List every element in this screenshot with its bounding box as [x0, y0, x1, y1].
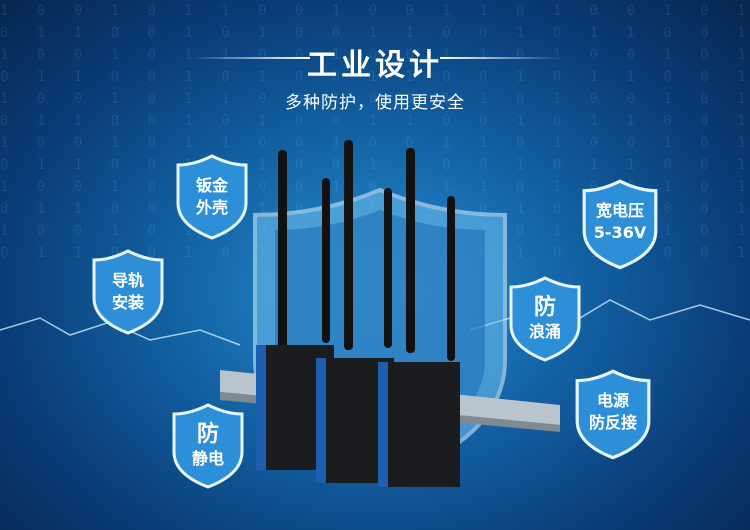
title-line-right [440, 57, 560, 59]
title-line-left [190, 57, 310, 59]
feature-sheet-metal-shell: 钣金外壳 [175, 153, 249, 241]
feature-rail-mount: 导轨安装 [91, 248, 165, 336]
feature-surge-protection: 防浪涌 [508, 275, 582, 363]
page-subtitle: 多种防护，使用更安全 [285, 93, 465, 113]
feature-reverse-polarity: 电源防反接 [574, 368, 652, 460]
router-devices [256, 140, 460, 487]
router-3 [378, 148, 460, 487]
feature-anti-static: 防静电 [171, 402, 245, 490]
page-title: 工业设计 [307, 48, 443, 83]
